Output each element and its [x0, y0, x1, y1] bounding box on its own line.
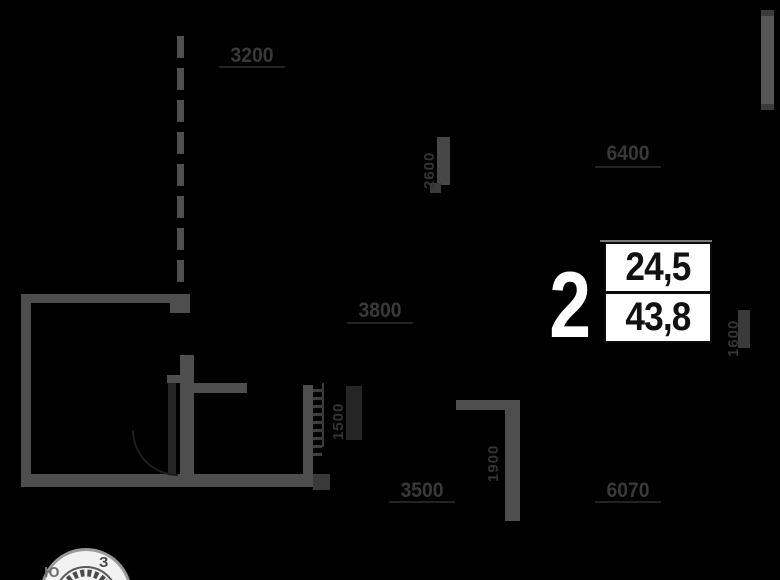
wall-top-middle-stub [430, 183, 441, 193]
wall-partition-inner [168, 375, 176, 475]
wall-top-middle [437, 137, 450, 185]
dim-line-top-right [595, 166, 661, 168]
radiator-bar [346, 386, 362, 440]
wall-right-mid [738, 310, 750, 348]
area-badge: 24,5 43,8 [604, 242, 712, 343]
dim-label-top-right: 6400 [606, 142, 650, 165]
window-hatch [313, 389, 322, 459]
total-area-cell: 43,8 [606, 294, 710, 341]
dim-line-bottom-center [389, 501, 455, 503]
wall-smallroom-right [303, 385, 313, 474]
dim-line-top-left [219, 66, 285, 68]
dim-label-vertical-room: 1500 [330, 402, 347, 440]
total-area-value: 43,8 [625, 295, 691, 339]
wall-bottom-right-stub [313, 474, 330, 490]
balcony-line [322, 383, 324, 447]
dim-label-bottom-center: 3500 [400, 479, 444, 502]
wall-bottom [21, 474, 322, 487]
living-area-value: 24,5 [625, 245, 691, 289]
dim-label-bottom-right: 6070 [606, 479, 650, 502]
living-area-cell: 24,5 [606, 244, 710, 294]
door-swing-arc [132, 430, 178, 476]
dim-label-vertical-right: 1600 [725, 319, 742, 357]
dim-line-bottom-right [595, 501, 661, 503]
wall-l-horizontal [456, 400, 520, 410]
wall-right-top [761, 10, 774, 110]
dim-label-center: 3800 [358, 299, 402, 322]
wall-partition-main [180, 355, 194, 477]
wall-right-top-cap2 [761, 104, 774, 110]
compass-label-west: З [99, 554, 109, 571]
dim-line-center [347, 322, 413, 324]
wall-bigroom-top-stub [170, 294, 190, 313]
dim-label-vertical-center: 1900 [485, 444, 502, 482]
dim-label-vertical-top: 2600 [421, 151, 438, 189]
wall-l-vertical [505, 400, 520, 521]
compass-label-south: Ю [44, 564, 60, 580]
wall-partition-connector [167, 375, 192, 383]
dashed-boundary-line [177, 36, 184, 292]
wall-bigroom-left [21, 294, 31, 484]
wall-bigroom-top [21, 294, 190, 303]
wall-right-top-cap1 [761, 10, 774, 16]
wall-smallroom-top [194, 383, 247, 393]
compass-dial-icon [59, 566, 113, 580]
rooms-count: 2 [549, 252, 592, 357]
dim-label-top-left: 3200 [230, 44, 274, 67]
badge-top-line [600, 240, 712, 242]
